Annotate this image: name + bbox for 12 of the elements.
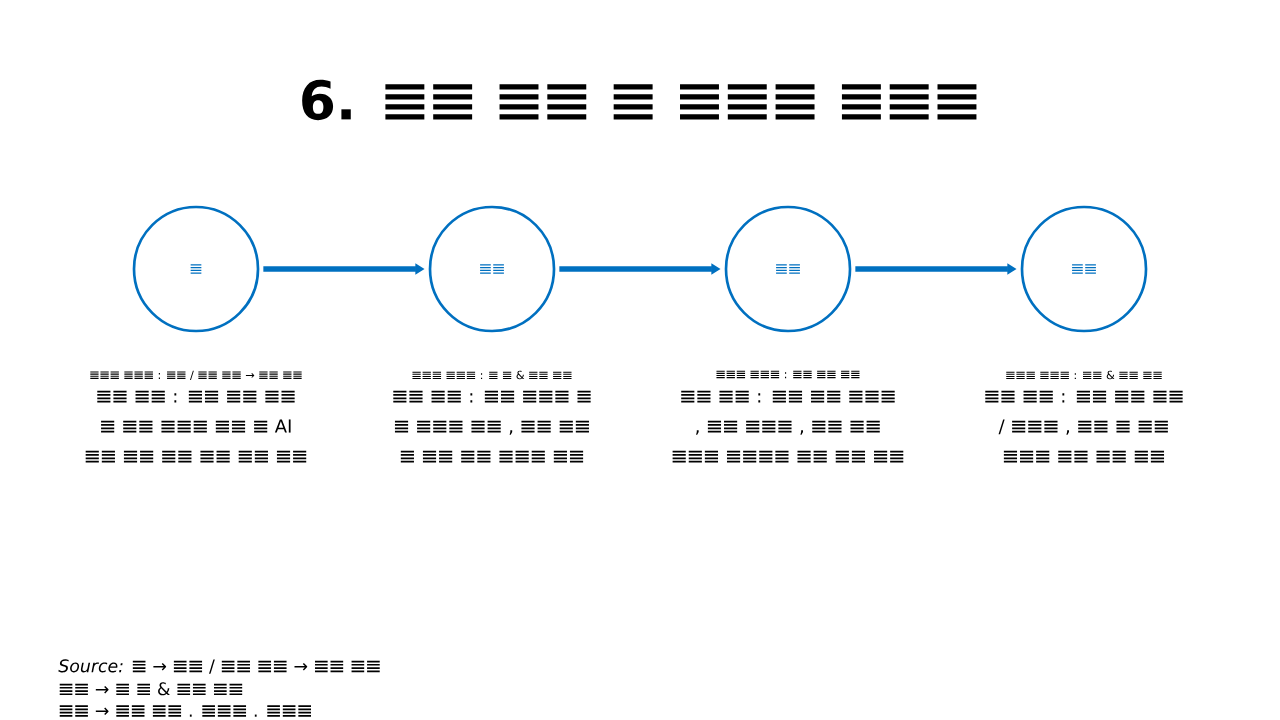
source-note: 𝌆𝌆 → 𝌆𝌆 𝌆𝌆 . 𝌆𝌆𝌆 . 𝌆𝌆𝌆 [59,705,311,717]
step-description: 𝌆𝌆 𝌆𝌆 : 𝌆𝌆 𝌆𝌆 𝌆𝌆𝌆 , 𝌆𝌆 𝌆𝌆𝌆 , 𝌆𝌆 𝌆𝌆 𝌆𝌆𝌆 𝌆𝌆𝌆𝌆 𝌆𝌆 𝌆𝌆 𝌆𝌆 [672,390,904,463]
step-subtitle: 𝌆𝌆𝌆 𝌆𝌆𝌆 : 𝌆𝌆 𝌆𝌆 𝌆𝌆 [716,370,860,379]
step-subtitle: 𝌆𝌆𝌆 𝌆𝌆𝌆 : 𝌆𝌆 / 𝌆𝌆 𝌆𝌆 → 𝌆𝌆 𝌆𝌆 [90,370,302,380]
step-description: 𝌆𝌆 𝌆𝌆 : 𝌆𝌆 𝌆𝌆 𝌆𝌆 𝌆 𝌆𝌆 𝌆𝌆𝌆 𝌆𝌆 𝌆 AI 𝌆𝌆 𝌆𝌆 𝌆𝌆 𝌆𝌆 𝌆𝌆 𝌆𝌆 [85,390,307,463]
step-description: 𝌆𝌆 𝌆𝌆 : 𝌆𝌆 𝌆𝌆𝌆 𝌆 𝌆 𝌆𝌆𝌆 𝌆𝌆 , 𝌆𝌆 𝌆𝌆 𝌆 𝌆𝌆 𝌆𝌆 𝌆𝌆𝌆 𝌆𝌆 [393,390,591,463]
source-note: 𝌆𝌆 → 𝌆 𝌆 & 𝌆𝌆 𝌆𝌆 [59,682,243,696]
source-note: Source: 𝌆 → 𝌆𝌆 / 𝌆𝌆 𝌆𝌆 → 𝌆𝌆 𝌆𝌆 [58,659,380,674]
title: 6. 𝌆𝌆 𝌆𝌆 𝌆 𝌆𝌆𝌆 𝌆𝌆𝌆 [302,79,977,121]
step-subtitle: 𝌆𝌆𝌆 𝌆𝌆𝌆 : 𝌆 𝌆 & 𝌆𝌆 𝌆𝌆 [412,370,572,380]
step-description: 𝌆𝌆 𝌆𝌆 : 𝌆𝌆 𝌆𝌆 𝌆𝌆 / 𝌆𝌆𝌆 , 𝌆𝌆 𝌆 𝌆𝌆 𝌆𝌆𝌆 𝌆𝌆 𝌆𝌆 𝌆𝌆 [985,390,1183,463]
step-subtitle: 𝌆𝌆𝌆 𝌆𝌆𝌆 : 𝌆𝌆 & 𝌆𝌆 𝌆𝌆 [1006,370,1162,380]
